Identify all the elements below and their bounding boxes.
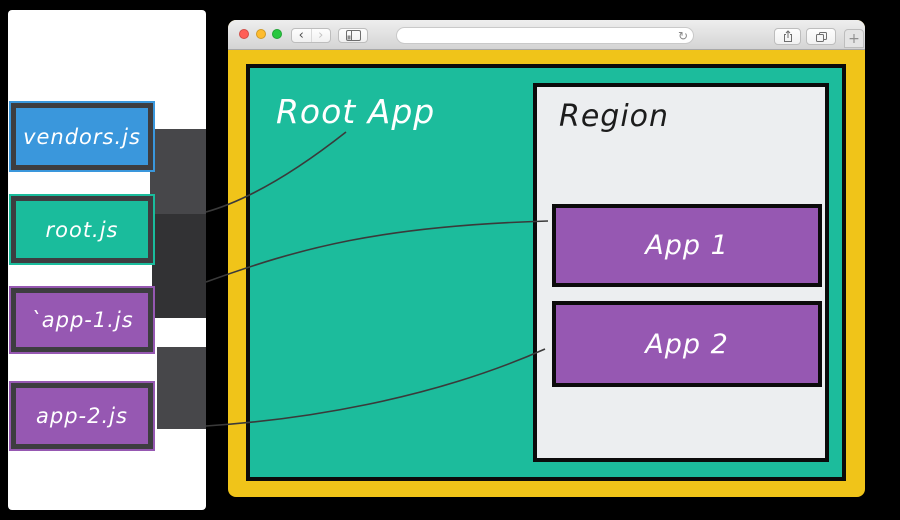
url-input[interactable] (405, 28, 665, 43)
app2-box: App 2 (552, 301, 822, 387)
tabs-overview-button[interactable] (806, 28, 836, 45)
plus-icon: + (848, 30, 860, 47)
nav-button-group: ‹ › (291, 28, 331, 43)
app1-box: App 1 (552, 204, 822, 287)
traffic-light-minimize[interactable] (256, 29, 266, 39)
connector-block-apps (157, 347, 206, 429)
region-box: Region App 1 App 2 (533, 83, 829, 462)
file-box-vendors: vendors.js (11, 103, 153, 170)
browser-window: ‹ › ↻ (228, 20, 865, 497)
root-app-viewport: Root App Region App 1 App 2 (246, 64, 846, 481)
sidebar-toggle-button[interactable] (338, 28, 368, 43)
file-box-root: root.js (11, 196, 153, 263)
url-field[interactable]: ↻ (396, 27, 694, 44)
connector-block-root (152, 214, 206, 318)
file-label-vendors: vendors.js (23, 124, 141, 149)
new-tab-button[interactable]: + (844, 29, 864, 48)
app1-label: App 1 (645, 230, 729, 261)
share-button[interactable] (774, 28, 801, 45)
file-label-root: root.js (45, 217, 119, 242)
file-label-app2: app-2.js (36, 404, 128, 428)
forward-button[interactable]: › (310, 28, 331, 43)
root-app-title: Root App (276, 92, 436, 131)
region-title: Region (559, 99, 670, 134)
refresh-icon[interactable]: ↻ (677, 29, 688, 43)
connector-block-vendors (150, 129, 206, 214)
browser-toolbar: ‹ › ↻ (228, 20, 865, 50)
sidebar-icon (345, 30, 361, 41)
traffic-light-close[interactable] (239, 29, 249, 39)
tabs-overview-icon (815, 31, 827, 42)
forward-icon: › (318, 28, 324, 43)
app2-label: App 2 (645, 328, 729, 360)
back-button[interactable]: ‹ (292, 29, 311, 42)
file-box-app1: `app-1.js (11, 288, 153, 352)
file-label-app1: `app-1.js (30, 308, 134, 332)
back-icon: ‹ (298, 28, 304, 43)
traffic-light-zoom[interactable] (272, 29, 282, 39)
share-icon (783, 30, 792, 42)
file-box-app2: app-2.js (11, 383, 153, 449)
